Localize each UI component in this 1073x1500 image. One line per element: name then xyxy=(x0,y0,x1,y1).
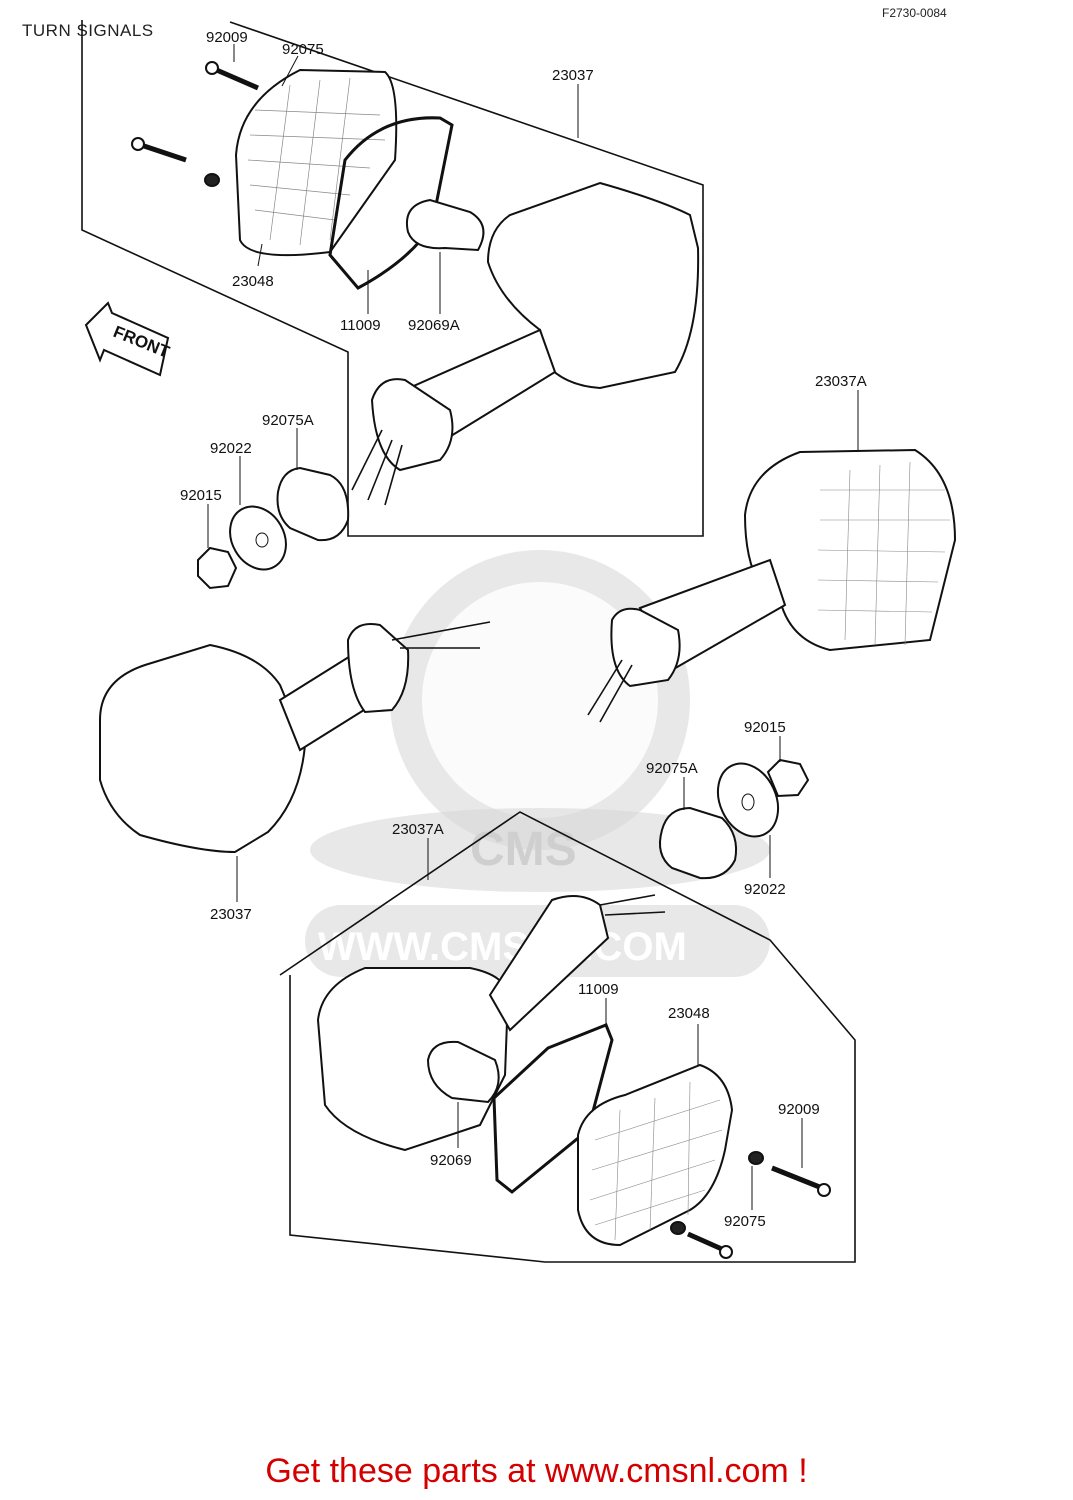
turn-signal-housing-icon xyxy=(587,448,957,723)
footer-parts-link[interactable]: Get these parts at www.cmsnl.com ! xyxy=(265,1452,808,1490)
part-label: 23037A xyxy=(392,821,444,838)
part-label: 92009 xyxy=(206,29,248,46)
page-title: TURN SIGNALS xyxy=(22,21,154,40)
part-label: 92022 xyxy=(210,440,252,457)
gasket-icon xyxy=(492,1023,614,1194)
turn-signal-housing-icon xyxy=(99,621,491,854)
turn-signal-housing-icon xyxy=(316,894,666,1152)
watermark-logo-text: CMS xyxy=(470,823,577,876)
front-arrow-icon: FRONT xyxy=(84,301,173,377)
part-label: 92075 xyxy=(282,41,324,58)
part-label: 23037 xyxy=(210,906,252,923)
bulb-icon xyxy=(406,198,485,252)
part-label: 92015 xyxy=(180,487,222,504)
part-label: 11009 xyxy=(340,317,381,334)
part-label: 92069A xyxy=(408,317,460,334)
part-label: 23048 xyxy=(232,273,274,290)
bottom-callout-enclosure xyxy=(279,811,856,1263)
part-label: 92015 xyxy=(744,719,786,736)
leader-lines xyxy=(207,44,859,1210)
lens-icon xyxy=(577,1063,734,1247)
bulb-icon xyxy=(426,1040,500,1104)
washer-icon xyxy=(204,173,220,187)
grommet-icon xyxy=(276,466,350,542)
part-label: 11009 xyxy=(578,981,619,998)
nut-icon xyxy=(197,546,238,590)
diagram-code: F2730-0084 xyxy=(882,6,947,20)
gasket-icon xyxy=(328,116,454,290)
part-labels: 92009 92075 23037 23048 11009 92069A 230… xyxy=(180,29,867,1230)
washer-icon xyxy=(670,1221,686,1235)
watermark-site-text: WWW.CMSNL.COM xyxy=(318,925,687,969)
screw-icon xyxy=(205,61,259,91)
washer-icon xyxy=(748,1151,764,1165)
washer-icon xyxy=(716,762,780,838)
turn-signal-housing-icon xyxy=(351,181,700,506)
screw-icon xyxy=(771,1165,831,1197)
part-label: 92069 xyxy=(430,1152,472,1169)
washer-icon xyxy=(229,505,287,571)
part-label: 92022 xyxy=(744,881,786,898)
part-label: 92075A xyxy=(646,760,698,777)
screw-icon xyxy=(686,1231,733,1259)
part-label: 92009 xyxy=(778,1101,820,1118)
part-label: 23048 xyxy=(668,1005,710,1022)
part-label: 23037A xyxy=(815,373,867,390)
grommet-icon xyxy=(659,806,738,880)
top-callout-enclosure xyxy=(81,20,704,537)
lens-icon xyxy=(234,68,398,257)
part-label: 92075 xyxy=(724,1213,766,1230)
part-label: 23037 xyxy=(552,67,594,84)
part-label: 92075A xyxy=(262,412,314,429)
screw-icon xyxy=(131,137,187,163)
